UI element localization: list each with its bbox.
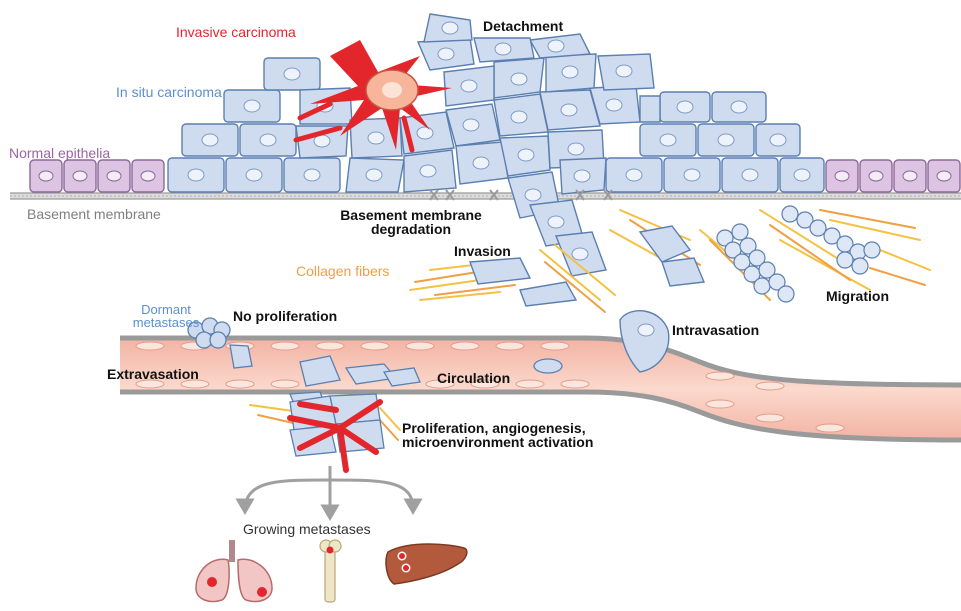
label-no-proliferation: No proliferation [233,308,337,324]
label-normal-epithelia: Normal epithelia [9,145,110,161]
label-detachment: Detachment [483,18,563,34]
lung-icon [196,540,272,602]
liver-icon [386,544,467,584]
label-proliferation-line2: microenvironment activation [402,434,593,450]
label-growing-metastases: Growing metastases [243,521,371,537]
label-circulation: Circulation [437,370,510,386]
label-basement-membrane: Basement membrane [27,206,161,222]
growth-arrows [238,466,420,518]
label-invasion: Invasion [454,243,511,259]
label-extravasation: Extravasation [107,366,199,382]
bone-icon [320,540,341,602]
label-bm-degradation-line2: degradation [316,221,506,237]
label-dormant-line2: metastases [120,315,212,331]
label-intravasation: Intravasation [672,322,759,338]
metastatic-colony [290,394,384,470]
basement-membrane [10,193,961,199]
label-migration: Migration [826,288,889,304]
label-collagen-fibers: Collagen fibers [296,263,389,279]
label-in-situ-carcinoma: In situ carcinoma [116,84,222,100]
label-invasive-carcinoma: Invasive carcinoma [176,24,296,40]
